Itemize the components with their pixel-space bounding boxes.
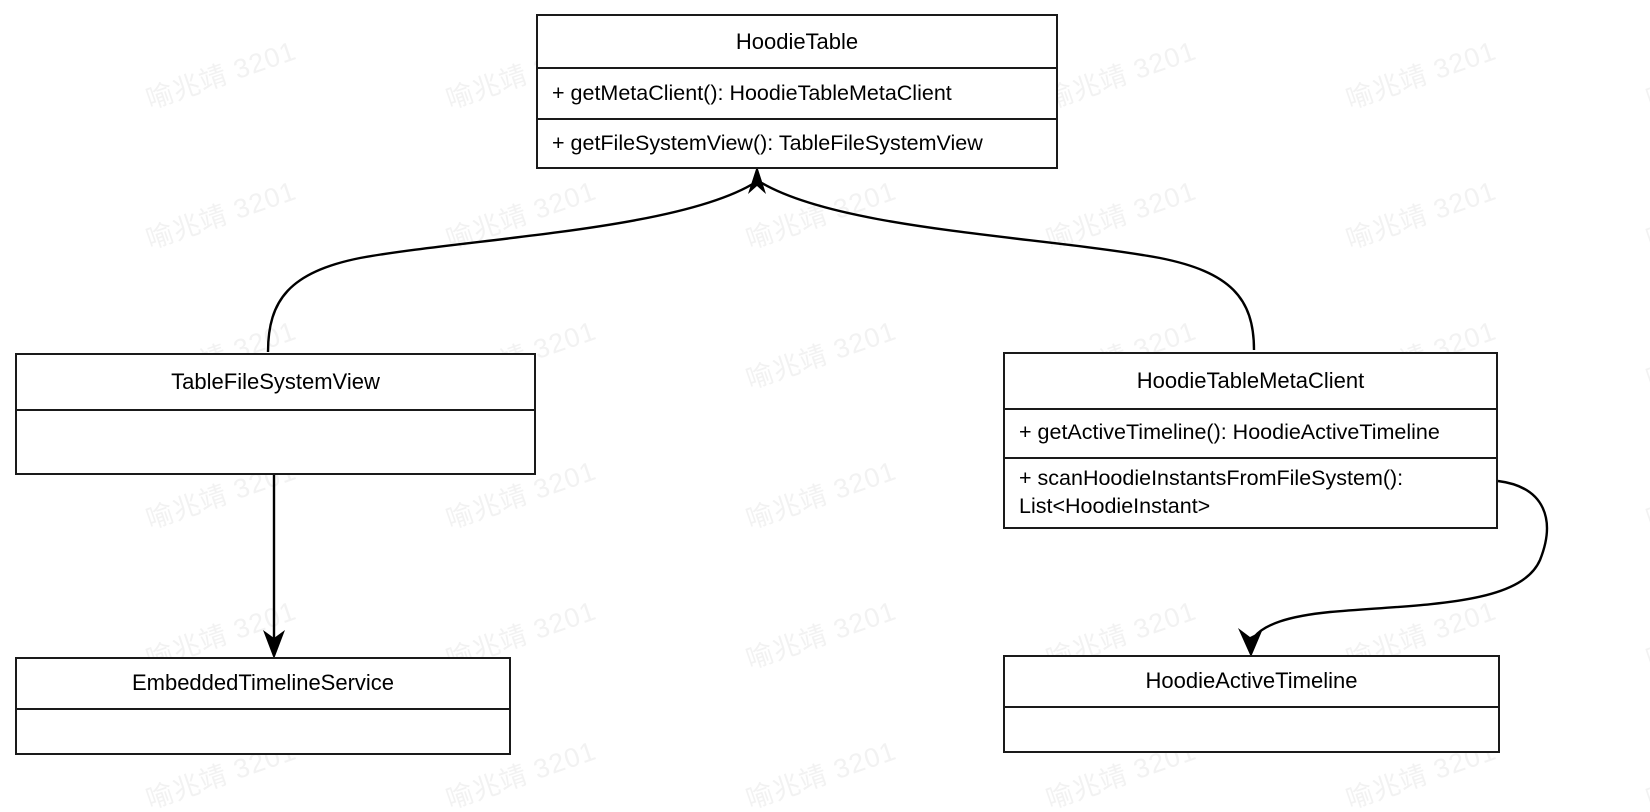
watermark-text: 喻兆靖 3201 xyxy=(1342,35,1501,115)
watermark-text: 喻兆靖 3201 xyxy=(742,315,901,395)
watermark-text: 喻兆靖 3201 xyxy=(1042,35,1201,115)
watermark-text: 喻兆靖 3201 xyxy=(1642,596,1650,675)
class-compartment-empty xyxy=(1005,705,1498,751)
watermark-text: 喻兆靖 3201 xyxy=(142,35,301,115)
connector-table-file-system-view-to-hoodie-table xyxy=(266,180,757,353)
watermark-text: 喻兆靖 3201 xyxy=(1642,316,1650,395)
class-box-table-file-system-view[interactable]: TableFileSystemView xyxy=(15,353,536,475)
watermark-text: 喻兆靖 3201 xyxy=(442,175,601,255)
class-compartment-methods: + getFileSystemView(): TableFileSystemVi… xyxy=(538,117,1056,167)
watermark-text: 喻兆靖 3201 xyxy=(0,729,1,812)
class-compartment-methods: + scanHoodieInstantsFromFileSystem(): Li… xyxy=(1005,456,1496,527)
watermark-text: 喻兆靖 3201 xyxy=(0,309,1,397)
watermark-text: 喻兆靖 3201 xyxy=(742,735,901,812)
watermark-text: 喻兆靖 3201 xyxy=(1342,175,1501,255)
watermark-text: 喻兆靖 3201 xyxy=(1642,36,1650,115)
watermark-text: 喻兆靖 3201 xyxy=(142,175,301,255)
class-box-hoodie-table-meta-client[interactable]: HoodieTableMetaClient + getActiveTimelin… xyxy=(1003,352,1498,529)
class-name-embedded-timeline-service: EmbeddedTimelineService xyxy=(131,670,395,696)
class-compartment-empty xyxy=(17,409,534,473)
class-name-hoodie-table-meta-client: HoodieTableMetaClient xyxy=(1136,367,1365,393)
watermark-text: 喻兆靖 3201 xyxy=(0,589,1,677)
watermark-text: 喻兆靖 3201 xyxy=(1642,176,1650,255)
watermark-text: 喻兆靖 3201 xyxy=(742,595,901,675)
class-name-hoodie-table: HoodieTable xyxy=(735,28,859,54)
watermark-text: 喻兆靖 3201 xyxy=(1642,736,1650,812)
arrowhead-into-hoodie-table xyxy=(748,166,766,194)
watermark-text: 喻兆靖 3201 xyxy=(742,175,901,255)
class-member: + getMetaClient(): HoodieTableMetaClient xyxy=(552,80,952,105)
class-compartment-methods: + getActiveTimeline(): HoodieActiveTimel… xyxy=(1005,407,1496,457)
watermark-text: 喻兆靖 3201 xyxy=(1042,175,1201,255)
class-compartment-empty xyxy=(17,707,509,753)
arrowhead-into-hoodie-active-timeline xyxy=(1238,628,1262,657)
watermark-text: 喻兆靖 3201 xyxy=(1642,456,1650,535)
watermark-text: 喻兆靖 3201 xyxy=(0,449,1,537)
class-box-hoodie-active-timeline[interactable]: HoodieActiveTimeline xyxy=(1003,655,1500,753)
class-name-hoodie-active-timeline: HoodieActiveTimeline xyxy=(1145,668,1358,694)
class-compartment-methods: + getMetaClient(): HoodieTableMetaClient xyxy=(538,67,1056,117)
connector-hoodie-table-meta-client-to-hoodie-table xyxy=(759,180,1256,351)
arrowhead-into-embedded-timeline-service xyxy=(263,630,285,659)
class-name-table-file-system-view: TableFileSystemView xyxy=(171,369,380,395)
class-member: + getFileSystemView(): TableFileSystemVi… xyxy=(552,130,983,155)
class-box-hoodie-table[interactable]: HoodieTable + getMetaClient(): HoodieTab… xyxy=(536,14,1058,169)
class-box-embedded-timeline-service[interactable]: EmbeddedTimelineService xyxy=(15,657,511,755)
class-member: + scanHoodieInstantsFromFileSystem(): Li… xyxy=(1019,466,1404,518)
watermark-text: 喻兆靖 3201 xyxy=(0,169,1,257)
class-member: + getActiveTimeline(): HoodieActiveTimel… xyxy=(1019,420,1440,445)
watermark-text: 喻兆靖 3201 xyxy=(742,455,901,535)
watermark-text: 喻兆靖 3201 xyxy=(0,29,1,117)
